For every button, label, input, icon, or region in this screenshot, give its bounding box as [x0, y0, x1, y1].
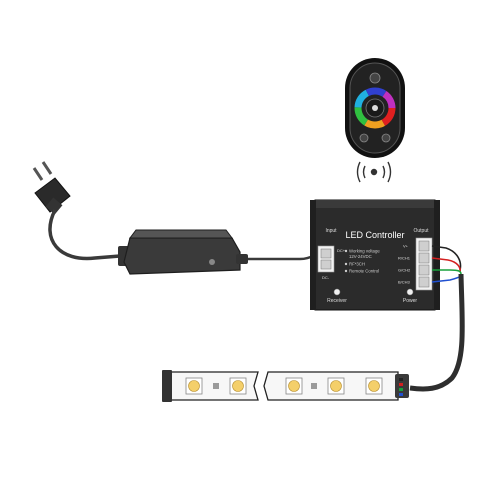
color-wheel [354, 87, 396, 129]
spec-voltage-title: Working voltage [349, 249, 380, 254]
remote-speed-button [381, 133, 391, 143]
power-indicator [406, 288, 414, 296]
output-label: Output [413, 228, 429, 234]
output-v-plus-label: V+ [403, 244, 409, 249]
receiver-label: Receiver [327, 298, 347, 304]
power-adapter [118, 229, 248, 275]
dc-plus-label: DC+ [337, 248, 346, 253]
output-g-label: G/CH2 [398, 268, 411, 273]
led-chip [327, 377, 345, 395]
spec-remote: Remote Control [349, 269, 379, 274]
resistor [311, 383, 317, 389]
controller-title: LED Controller [345, 230, 404, 240]
resistor [213, 383, 219, 389]
led-chip [365, 377, 383, 395]
output-r-label: R/CH1 [398, 256, 411, 261]
strip-end-cap [162, 370, 172, 402]
receiver-indicator [333, 288, 341, 296]
dc-minus-label: DC- [322, 275, 330, 280]
led-strip [162, 370, 409, 402]
connector-pins [399, 378, 403, 396]
led-chip [185, 377, 203, 395]
power-plug [32, 161, 71, 215]
strip-cable [409, 273, 465, 392]
output-terminal: V+ R/CH1 G/CH2 B/CH3 [398, 237, 433, 291]
spec-list: Working voltage 12V-24VDC RF*3CH Remote … [344, 249, 380, 274]
ac-cable [48, 209, 121, 261]
led-chip [229, 377, 247, 395]
output-b-label: B/CH3 [398, 280, 411, 285]
remote-control [345, 58, 405, 158]
spec-channels: RF*3CH [349, 262, 365, 267]
input-terminal: DC+ DC- [317, 245, 346, 280]
signal-waves-icon [356, 161, 392, 183]
power-label: Power [403, 298, 418, 304]
dc-cable [248, 252, 319, 261]
input-label: Input [325, 228, 337, 234]
led-chip [285, 377, 303, 395]
spec-voltage-value: 12V-24VDC [349, 254, 372, 259]
remote-power-button [369, 72, 381, 84]
led-controller: LED Controller Input Output DC+ DC- Work… [310, 199, 440, 311]
remote-mode-button [359, 133, 369, 143]
